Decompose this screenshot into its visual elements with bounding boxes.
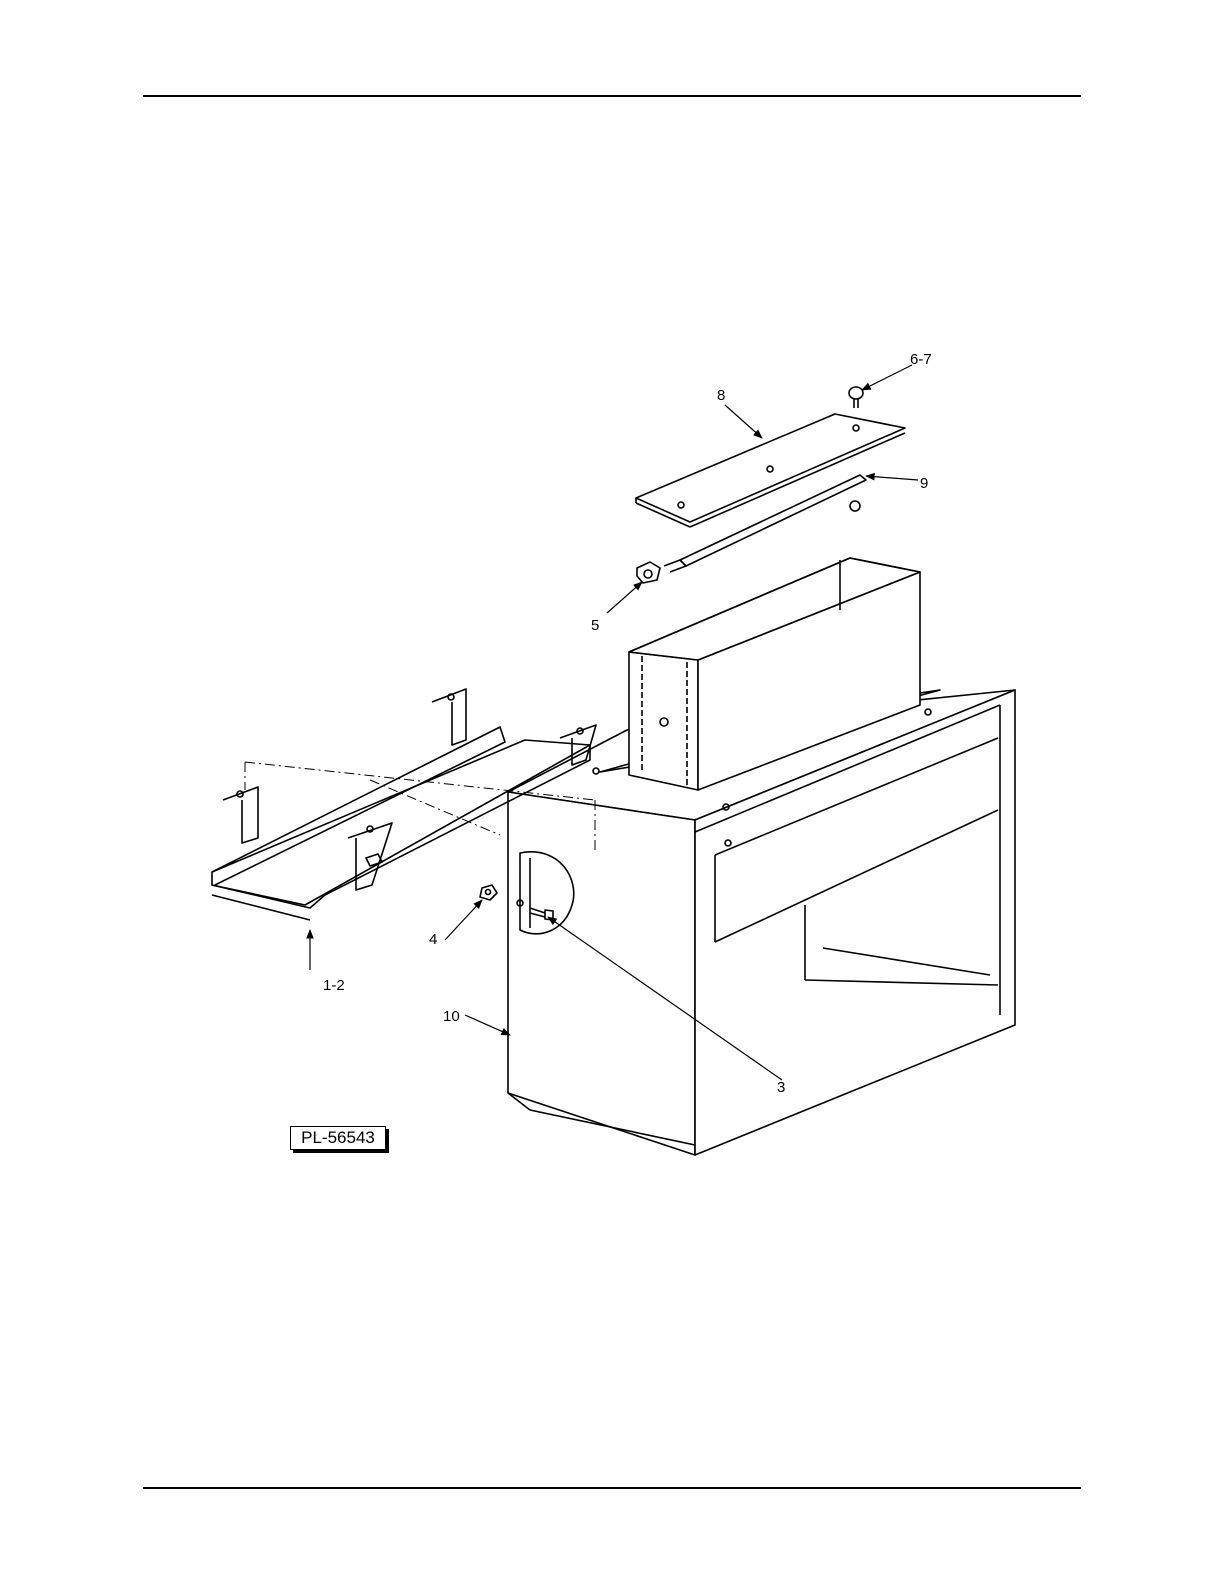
- callout-9: 9: [920, 475, 928, 492]
- screw-part-6-7: [849, 387, 863, 408]
- callout-1-2: 1-2: [323, 977, 345, 994]
- callout-4: 4: [429, 931, 437, 948]
- callout-8: 8: [717, 387, 725, 404]
- callout-5: 5: [591, 617, 599, 634]
- callout-6-7: 6-7: [910, 351, 932, 368]
- nut-part-4: [480, 885, 497, 900]
- nut-part-5: [637, 562, 660, 583]
- callout-3: 3: [777, 1079, 785, 1096]
- figure-id-label: PL-56543: [290, 1126, 386, 1150]
- callout-10: 10: [443, 1008, 460, 1025]
- cover-plate-part-8: [636, 414, 905, 527]
